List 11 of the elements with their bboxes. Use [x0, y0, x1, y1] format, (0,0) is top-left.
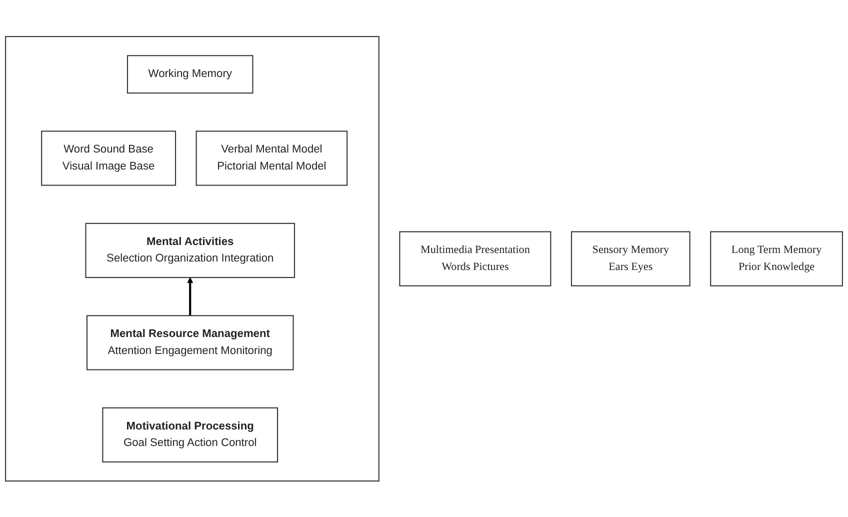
node-box: Working Memory	[126, 54, 254, 94]
node-box: Verbal Mental Model Pictorial Mental Model	[196, 130, 348, 186]
arrow	[187, 276, 194, 316]
node-box: Sensory Memory Ears Eyes	[570, 230, 690, 286]
node-box: Mental Activities Selection Organization Integration	[85, 222, 295, 278]
cluster	[5, 36, 380, 482]
node-box: Word Sound Base Visual Image Base	[41, 130, 176, 186]
node-box: Long Term Memory Prior Knowledge	[710, 230, 843, 286]
node-box: Multimedia Presentation Words Pictures	[399, 230, 552, 286]
node-box: Motivational Processing Goal Setting Action Control	[102, 407, 278, 462]
node-box: Mental Resource Management Attention Engagement Monitoring	[86, 314, 294, 370]
